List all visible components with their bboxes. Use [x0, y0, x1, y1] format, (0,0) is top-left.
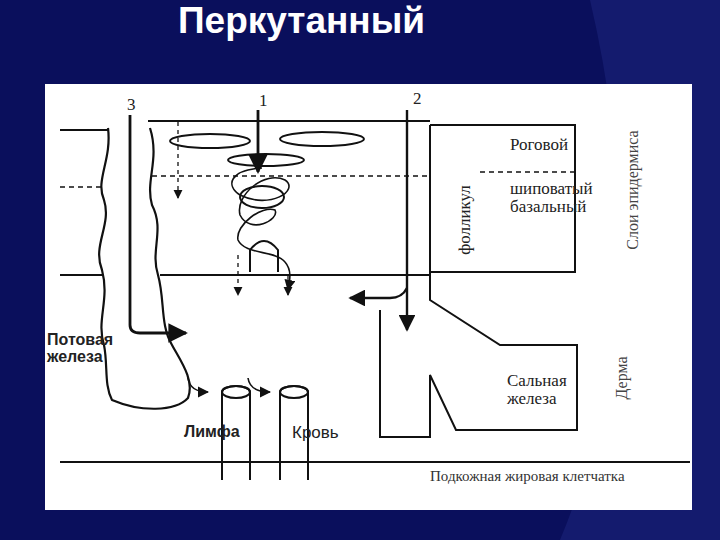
lymph-vessel	[222, 386, 250, 398]
axis-label: Дерма	[614, 356, 631, 399]
layer-border	[60, 176, 430, 187]
skin-surface	[148, 120, 430, 122]
route-arrow	[257, 110, 260, 172]
dermis-border	[60, 274, 430, 276]
route-path	[232, 168, 290, 290]
layer-label: Подкожная жировая клетчатка	[430, 469, 625, 485]
callout-number: 3	[127, 96, 136, 114]
corneocyte	[170, 134, 250, 148]
absorption-arrow	[248, 378, 270, 392]
absorption-arrow	[188, 378, 208, 392]
vessel-label: Кровь	[292, 424, 339, 442]
follicle-outline	[380, 125, 577, 437]
route-arrow	[406, 110, 408, 330]
route-arrow	[350, 288, 407, 298]
route-arrow	[177, 122, 178, 198]
route-arrow	[237, 255, 238, 295]
layer-border	[480, 171, 575, 172]
slide-title: Перкутанный	[178, 2, 425, 41]
subcutis-border	[60, 461, 690, 463]
corneocyte	[280, 132, 364, 146]
axis-label: Слои эпидермиса	[625, 130, 642, 249]
callout-number: 1	[259, 92, 268, 110]
sweat-gland-outline	[99, 128, 190, 409]
follicle-label: фолликул	[456, 185, 474, 255]
gland-label: Потовая железа	[47, 332, 119, 366]
vessel-label: Лимфа	[184, 424, 240, 441]
route-arrow	[130, 115, 186, 333]
corneocyte	[228, 154, 304, 166]
callout-number: 2	[413, 90, 422, 108]
blood-vessel	[280, 386, 308, 398]
route-arrow	[287, 276, 288, 295]
layer-label: Роговой	[510, 136, 568, 154]
skin-surface	[60, 129, 108, 131]
white-panel	[45, 84, 692, 510]
layer-label: шиповатый базальный	[510, 180, 620, 216]
cell	[250, 241, 278, 272]
gland-label: Сальная железа	[507, 372, 577, 408]
